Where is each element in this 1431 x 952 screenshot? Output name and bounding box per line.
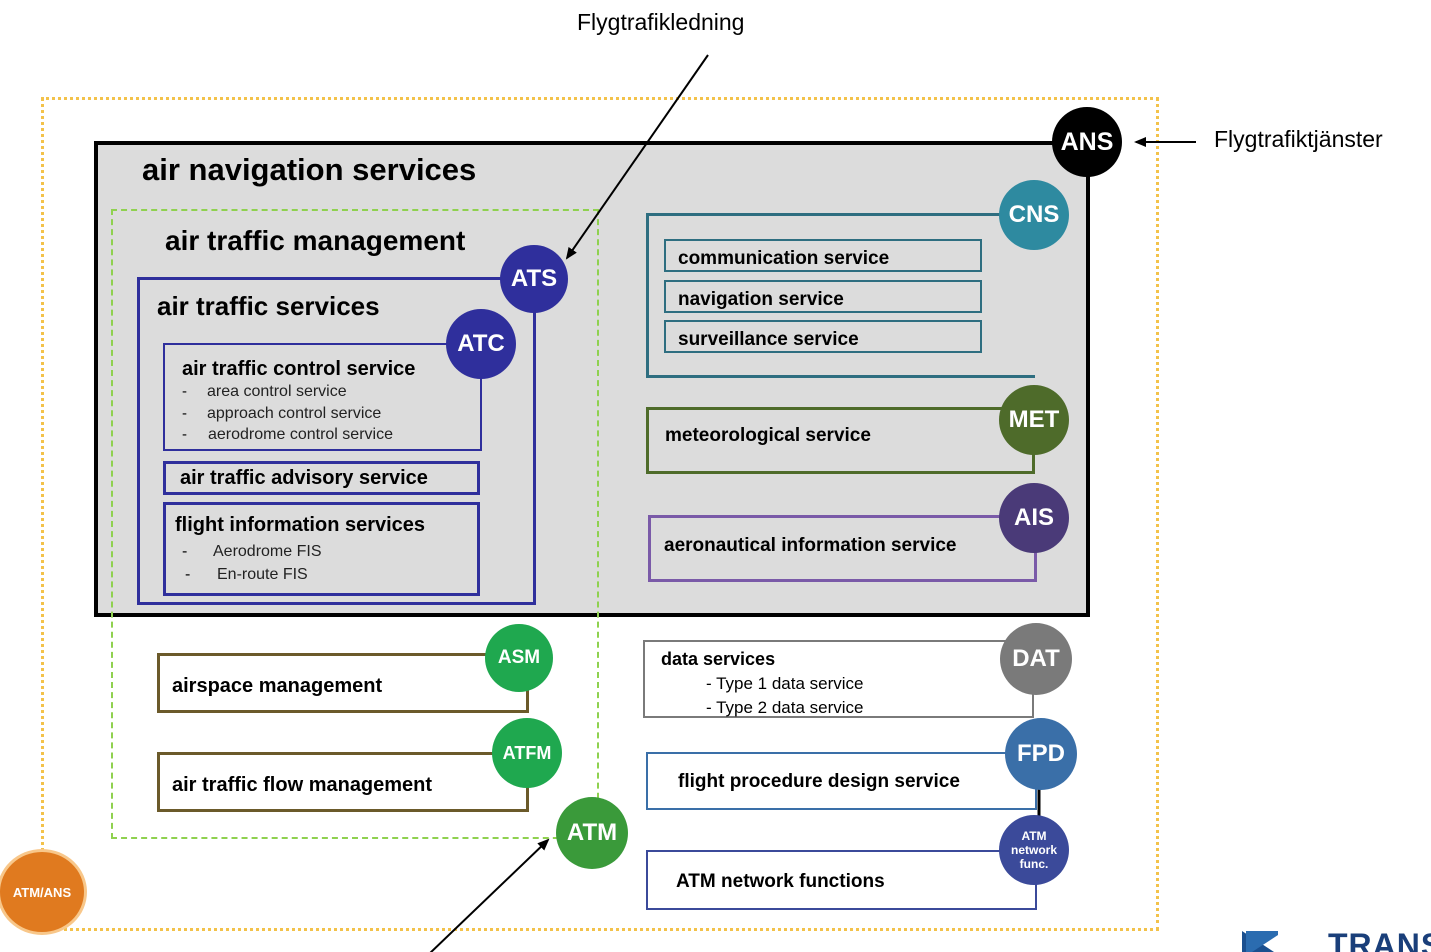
atm-arrow: [429, 838, 550, 952]
atc-box: [163, 343, 482, 451]
atc-title: air traffic control service: [182, 358, 416, 380]
dat-title: data services: [661, 649, 776, 669]
network-badge-line-3: func.: [1019, 857, 1049, 871]
asm-badge: ASM: [485, 624, 553, 692]
cns-item-box-3: [664, 320, 982, 353]
ais-badge: AIS: [999, 483, 1069, 553]
atm-badge: ATM: [556, 797, 628, 869]
logo-text: TRANS: [1328, 927, 1431, 952]
atc-item-1: area control service: [207, 383, 347, 400]
met-title: meteorological service: [665, 425, 871, 446]
atm-ans-badge: ATM/ANS: [0, 852, 84, 932]
flygtrafiktjanster-label: Flygtrafiktjänster: [1214, 126, 1383, 152]
cns-badge: CNS: [999, 180, 1069, 250]
network-badge-line-2: network: [1010, 843, 1057, 857]
cns-item-box-2: [664, 280, 982, 313]
advisory-box: [163, 461, 480, 495]
network-badge: ATM network func.: [999, 815, 1069, 885]
atc-item-3: aerodrome control service: [208, 426, 393, 443]
ats-badge: ATS: [500, 245, 568, 313]
dat-badge: DAT: [1000, 623, 1072, 695]
logo-mark-icon: [1242, 931, 1304, 952]
atc-item-2: approach control service: [207, 405, 382, 422]
flygtrafikledning-label: Flygtrafikledning: [577, 9, 745, 35]
fis-item-2: En-route FIS: [217, 566, 308, 583]
cns-item-box-1: [664, 239, 982, 272]
dat-item-1: - Type 1 data service: [706, 674, 864, 693]
atc-item-dash-3: -: [182, 426, 187, 443]
trans-logo: TRANS: [1242, 925, 1431, 952]
ans-title: air navigation services: [142, 152, 477, 187]
fis-item-dash-2: -: [185, 566, 191, 583]
met-badge: MET: [999, 385, 1069, 455]
fis-item-dash-1: -: [182, 543, 188, 560]
atfm-badge: ATFM: [492, 718, 562, 788]
atm-ans-boundary: [41, 97, 1159, 931]
cns-item-1: communication service: [678, 248, 890, 269]
cns-item-3: surveillance service: [678, 329, 859, 350]
dat-item-2: - Type 2 data service: [706, 698, 864, 717]
fis-title: flight information services: [175, 514, 426, 536]
ats-arrow: [565, 54, 709, 260]
cns-item-2: navigation service: [678, 289, 844, 310]
ats-box: [137, 277, 536, 605]
atc-item-dash-2: -: [182, 405, 187, 422]
ats-title: air traffic services: [157, 291, 380, 321]
ans-badge: ANS: [1052, 107, 1122, 177]
fis-item-1: Aerodrome FIS: [213, 543, 322, 560]
asm-title: airspace management: [172, 675, 383, 697]
fpd-badge: FPD: [1005, 718, 1077, 790]
network-title: ATM network functions: [676, 871, 885, 892]
atm-title: air traffic management: [165, 225, 466, 256]
ais-title: aeronautical information service: [664, 535, 957, 556]
atm-region: [111, 209, 599, 839]
atc-badge: ATC: [446, 309, 516, 379]
atc-item-dash-1: -: [182, 383, 187, 400]
fpd-title: flight procedure design service: [678, 771, 960, 792]
advisory-title: air traffic advisory service: [180, 467, 428, 489]
cns-box: [646, 213, 1035, 378]
fis-box: [163, 502, 480, 596]
atfm-title: air traffic flow management: [172, 774, 433, 796]
network-badge-line-1: ATM: [1021, 829, 1047, 843]
